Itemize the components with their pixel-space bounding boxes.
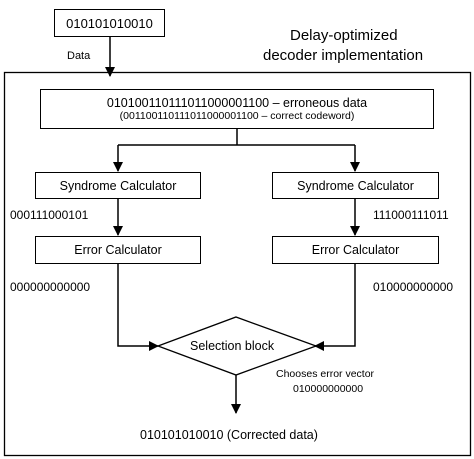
selection-note-line2: 010000000000: [293, 383, 364, 395]
received-correct-codeword: (001100110111011000001100 – correct code…: [119, 110, 355, 123]
container-title-line1: Delay-optimized: [290, 27, 398, 44]
arrow-right-error-to-selection: [314, 264, 356, 351]
right-error-label: Error Calculator: [311, 243, 400, 257]
left-error-label: Error Calculator: [74, 243, 162, 257]
selection-block-label: Selection block: [190, 339, 275, 353]
data-arrow-label: Data: [67, 50, 91, 62]
left-syndrome-value: 000111000101: [10, 208, 89, 222]
selection-note-line1: Chooses error vector: [276, 368, 375, 380]
input-data-box: 010101010010: [54, 9, 165, 37]
left-syndrome-calculator: Syndrome Calculator: [35, 172, 201, 199]
output-corrected-data: 010101010010 (Corrected data): [140, 428, 318, 442]
left-error-calculator: Error Calculator: [35, 236, 201, 264]
right-syndrome-label: Syndrome Calculator: [297, 178, 414, 193]
right-syndrome-value: 111000111011: [373, 208, 449, 222]
received-erroneous-data: 010100110111011000001100 – erroneous dat…: [106, 95, 368, 110]
right-error-calculator: Error Calculator: [272, 236, 439, 264]
arrow-left-error-to-selection: [117, 264, 159, 351]
input-bits: 010101010010: [66, 15, 153, 31]
received-data-box: 010100110111011000001100 – erroneous dat…: [40, 89, 434, 129]
left-syndrome-label: Syndrome Calculator: [59, 178, 177, 193]
right-error-value: 010000000000: [373, 280, 454, 294]
decoder-container: [3, 71, 472, 457]
container-title-line2: decoder implementation: [263, 47, 424, 64]
right-syndrome-calculator: Syndrome Calculator: [272, 172, 439, 199]
left-error-value: 000000000000: [10, 280, 91, 294]
